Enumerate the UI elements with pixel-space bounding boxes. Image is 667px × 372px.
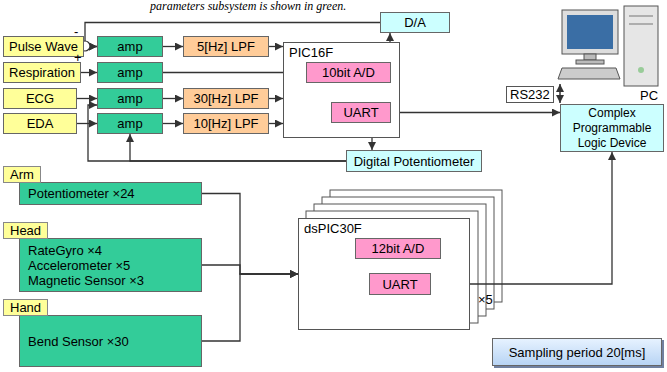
pc-illustration [558,6,658,86]
sensor-label: Magnetic Sensor ×3 [28,273,193,288]
amplifier-box: amp [97,88,163,109]
logic-device-box: Complex Programmable Logic Device [560,104,664,152]
microcontroller-box: dsPIC30F 12bit A/D UART [298,218,470,330]
microcontroller-box: PIC16F 10bit A/D UART [283,42,400,138]
note-box: Sampling period 20[ms] [492,338,662,366]
box-label: Sampling period 20[ms] [509,345,646,360]
sensor-label: RateGyro ×4 [28,243,193,258]
box-label: Respiration [9,65,75,80]
signal-connector [163,98,183,99]
signal-connector [269,123,283,124]
signal-connector [371,138,372,150]
signal-connector [389,33,390,42]
sensor-box: RateGyro ×4Accelerometer ×5Magnetic Sens… [19,238,202,292]
signal-connector [202,274,298,341]
box-label: 30[Hz] LPF [193,91,258,106]
filter-box: 5[Hz] LPF [183,36,269,57]
box-label: 12bit A/D [372,241,425,256]
signal-connector [391,112,560,113]
potentiometer-box: Digital Potentiometer [346,150,482,172]
signal-connector [163,46,183,47]
signal-connector [130,134,346,161]
box-label: 10bit A/D [322,65,375,80]
adc-box: 12bit A/D [355,238,441,259]
box-label: 10[Hz] LPF [193,116,258,131]
group-tab: Head [3,222,48,239]
filter-box: 10[Hz] LPF [183,113,269,134]
box-label: EDA [27,116,54,131]
serial-link [559,84,561,103]
box-label: Pulse Wave [9,39,78,54]
input-signal-box: EDA [3,113,77,134]
sign-label: - [74,24,78,39]
box-label: 5[Hz] LPF [197,39,255,54]
signal-connector [77,98,97,99]
sensor-label: Bend Sensor ×30 [28,334,193,349]
box-label: amp [117,39,142,54]
box-label: amp [117,116,142,131]
input-signal-box: Pulse Wave [3,36,84,57]
group-tab: Hand [3,299,48,316]
sensor-box: Potentiometer ×24 [19,182,202,205]
input-signal-box: Respiration [3,62,81,83]
sensor-box: Bend Sensor ×30 [19,315,202,367]
group-tab: Arm [3,166,41,183]
input-signal-box: ECG [3,88,77,109]
signal-connector [77,123,97,124]
box-label: amp [117,91,142,106]
signal-connector [269,46,283,47]
filter-box: 30[Hz] LPF [183,88,269,109]
box-title: PIC16F [289,45,333,60]
sensor-group: HandBend Sensor ×30 [3,299,202,367]
converter-box: D/A [380,12,450,33]
signal-connector [202,194,298,275]
amplifier-box: amp [97,62,163,83]
box-label: D/A [404,15,426,30]
caption: parameters subsystem is shown in green. [150,0,346,13]
device-label: PC [640,88,658,103]
sensor-group: ArmPotentiometer ×24 [3,166,202,205]
signal-connector [81,72,97,73]
amplifier-box: amp [97,36,163,57]
uart-box: UART [331,102,391,123]
adc-box: 10bit A/D [306,62,391,83]
count-label: ×5 [478,292,493,307]
box-label: UART [343,105,378,120]
box-label: Digital Potentiometer [354,154,475,169]
sign-label: + [74,50,82,65]
box-title: dsPIC30F [304,221,362,236]
sensor-group: HeadRateGyro ×4Accelerometer ×5Magnetic … [3,222,202,292]
signal-connector [269,98,283,99]
box-label: amp [117,65,142,80]
box-label: UART [382,277,417,292]
signal-connector [163,123,183,124]
amplifier-box: amp [97,113,163,134]
signal-connector [202,265,298,274]
box-label: Complex Programmable Logic Device [561,106,663,151]
sensor-label: Potentiometer ×24 [28,186,193,201]
sensor-label: Accelerometer ×5 [28,258,193,273]
uart-box: UART [369,273,431,295]
interface-label: RS232 [506,86,554,103]
box-label: ECG [26,91,54,106]
